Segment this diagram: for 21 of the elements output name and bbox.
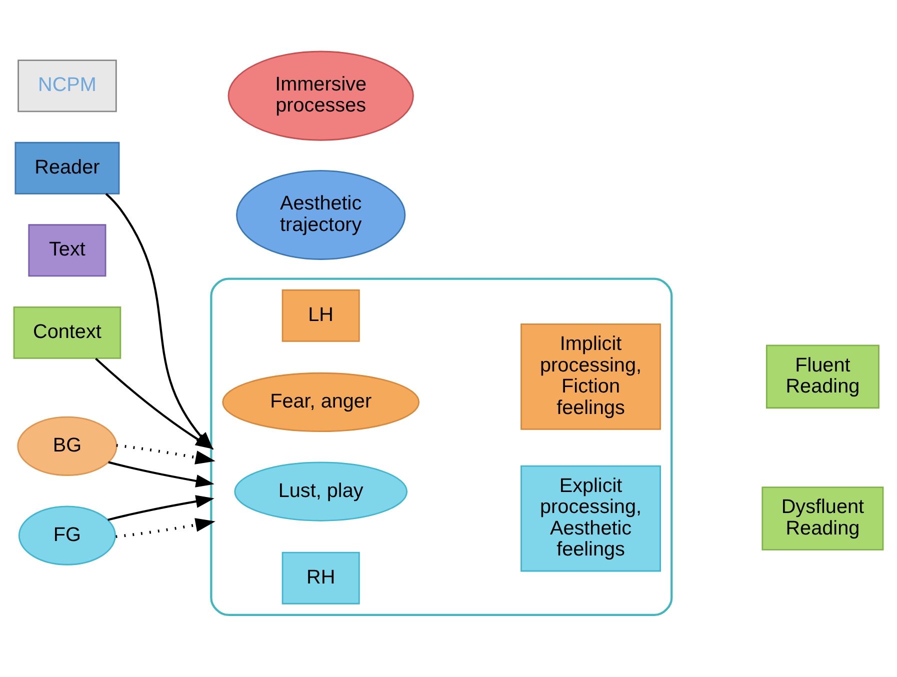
- node-box: Explicit processing, Aesthetic feelings: [520, 464, 661, 572]
- cluster: [210, 277, 673, 616]
- arrow: [116, 443, 216, 464]
- node-box: Implicit processing, Fiction feelings: [520, 322, 661, 430]
- node-box: RH: [282, 551, 360, 604]
- arrow: [108, 494, 214, 520]
- node-box: Fluent Reading: [766, 344, 880, 408]
- node-box: NCPM: [18, 59, 117, 112]
- node-ellipse: Aesthetic trajectory: [236, 169, 406, 260]
- node-ellipse: Fear, anger: [222, 372, 420, 432]
- node-ellipse: Immersive processes: [228, 50, 414, 140]
- node-box: Context: [13, 306, 122, 358]
- node-box: Text: [28, 224, 106, 276]
- node-ellipse: FG: [18, 505, 116, 565]
- node-box: LH: [282, 288, 360, 342]
- node-box: Reader: [14, 141, 120, 194]
- arrow: [108, 460, 214, 487]
- node-ellipse: Lust, play: [234, 461, 408, 521]
- node-ellipse: BG: [17, 416, 118, 476]
- arrow: [116, 518, 216, 538]
- node-box: Dysfluent Reading: [762, 486, 884, 550]
